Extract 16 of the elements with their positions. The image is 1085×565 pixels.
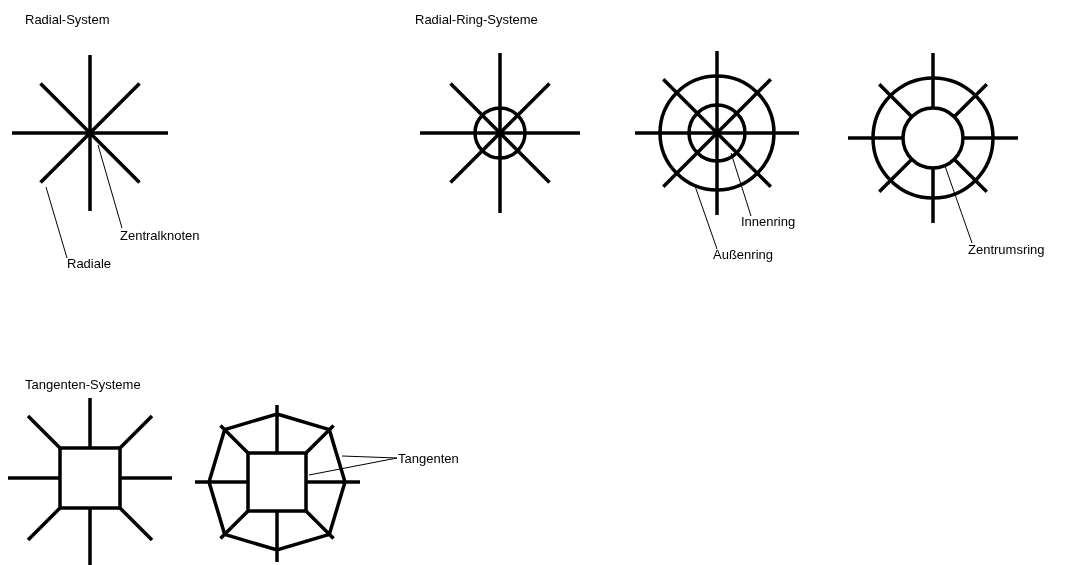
section-heading: Tangenten-Systeme: [25, 377, 141, 392]
section-heading: Radial-System: [25, 12, 110, 27]
leader-line: [694, 185, 718, 250]
leader-line: [341, 455, 398, 459]
part-label: Außenring: [713, 247, 773, 262]
part-label: Zentralknoten: [120, 228, 200, 243]
part-label: Radiale: [67, 256, 112, 271]
leader-line: [944, 165, 973, 244]
part-label: Tangenten: [398, 451, 459, 466]
part-label: Zentrumsring: [968, 242, 1045, 257]
leader-line: [730, 152, 752, 217]
part-label: Innenring: [741, 214, 796, 229]
leader-line: [97, 144, 123, 229]
section-heading: Radial-Ring-Systeme: [415, 12, 538, 27]
leader-line: [308, 457, 398, 476]
leader-line: [45, 186, 68, 259]
